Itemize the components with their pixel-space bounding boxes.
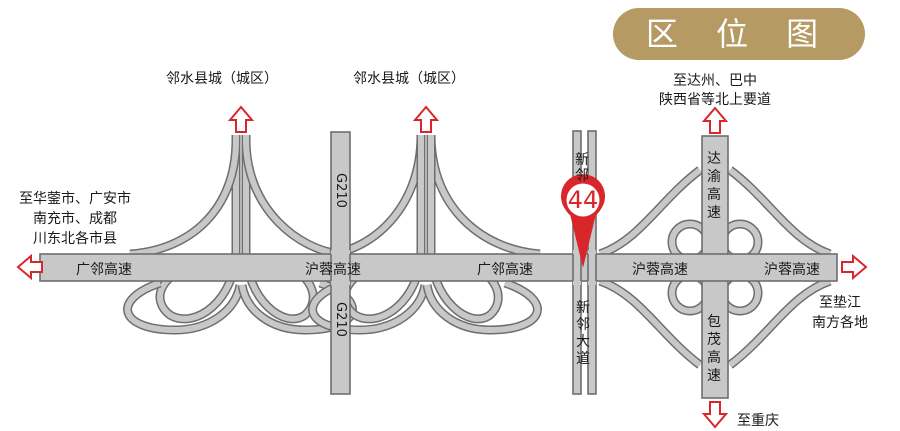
road-g210-bottom: G210 xyxy=(333,302,348,337)
road-xinlin-bottom: 新邻大道 xyxy=(576,300,590,367)
road-guangling-1: 广邻高速 xyxy=(76,262,132,278)
arrow-east-icon xyxy=(841,253,868,281)
dest-north-right-2: 陕西省等北上要道 xyxy=(659,92,771,108)
road-hurong-1: 沪蓉高速 xyxy=(305,262,361,278)
road-hurong-3: 沪蓉高速 xyxy=(764,262,820,278)
road-hurong-2: 沪蓉高速 xyxy=(632,262,688,278)
dest-west-2: 南充市、成都 xyxy=(33,211,117,227)
road-dayu: 达渝高速 xyxy=(707,151,721,221)
main-highway xyxy=(39,253,838,282)
arrow-north-mid-icon xyxy=(412,105,440,133)
dest-west-1: 至华蓥市、广安市 xyxy=(19,191,131,207)
dest-south: 至重庆 xyxy=(737,413,779,429)
dest-east-2: 南方各地 xyxy=(812,315,868,331)
location-pin-icon xyxy=(561,174,605,268)
dest-north-mid: 邻水县城（城区） xyxy=(353,71,465,87)
arrow-north-right-icon xyxy=(701,106,729,134)
arrow-south-icon xyxy=(701,401,729,429)
road-guangling-2: 广邻高速 xyxy=(477,262,533,278)
arrow-north-left-icon xyxy=(227,105,255,133)
pin-number: 44 xyxy=(567,186,599,214)
left-interchange xyxy=(123,135,357,335)
dest-north-left: 邻水县城（城区） xyxy=(166,71,278,87)
dest-north-right-1: 至达州、巴中 xyxy=(673,73,757,89)
g210-overpass xyxy=(331,250,350,285)
page-title: 区 位 图 xyxy=(645,15,833,53)
dest-east-1: 至垫江 xyxy=(819,295,861,311)
road-xinlin-top: 新邻 xyxy=(575,152,589,184)
road-g210-top: G210 xyxy=(333,173,348,208)
road-baomao: 包茂高速 xyxy=(707,314,721,384)
dest-west-3: 川东北各市县 xyxy=(33,231,117,247)
arrow-west-icon xyxy=(16,253,43,281)
title-badge xyxy=(613,8,865,60)
